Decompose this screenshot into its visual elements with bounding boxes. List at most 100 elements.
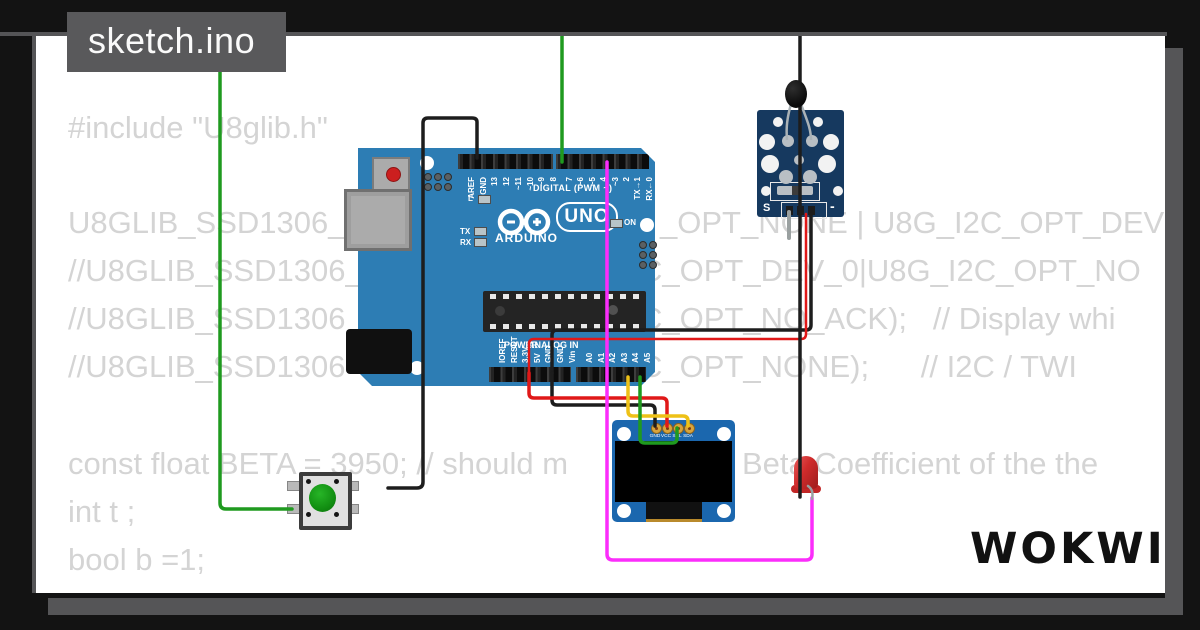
pin-label-9: ~9 (537, 177, 547, 187)
module-pad (813, 117, 823, 127)
led-l-icon (478, 195, 491, 204)
frame-corner (1165, 0, 1183, 48)
border-bottom-shadow (48, 598, 1183, 615)
icsp-pin (434, 173, 442, 181)
pin-label-13: 13 (490, 177, 500, 186)
icsp-pin (649, 251, 657, 259)
pin-label-aref: AREF (467, 177, 476, 199)
code-line: _OPT_NONE | U8G_I2C_OPT_DEV (660, 205, 1165, 240)
icsp-pin (649, 261, 657, 269)
oled-pin-sda[interactable] (684, 423, 695, 434)
mounting-hole (410, 361, 424, 375)
mounting-hole (640, 218, 654, 232)
digital-header-left[interactable] (458, 154, 553, 169)
oled-pin-scl[interactable] (673, 423, 684, 434)
ntc-s-label: S (763, 202, 771, 214)
module-pad (761, 186, 771, 196)
module-pad (773, 117, 783, 127)
red-led[interactable] (794, 456, 818, 489)
analog-header[interactable] (576, 367, 646, 382)
screw-icon (306, 512, 311, 517)
icsp-pin (639, 251, 647, 259)
mounting-hole (617, 427, 631, 441)
module-pad (806, 135, 818, 147)
pin-label-gnd: GND (544, 345, 554, 363)
power-header[interactable] (489, 367, 571, 382)
arduino-brand-label: ARDUINO (495, 231, 558, 245)
screw-icon (334, 512, 339, 517)
screw-icon (306, 479, 311, 484)
icsp-pin (444, 173, 452, 181)
digital-header-right[interactable] (556, 154, 649, 169)
sketch-file-name: sketch.ino (88, 20, 256, 61)
pin-label-5: ~5 (587, 177, 597, 187)
ntc-pin-header[interactable] (781, 202, 827, 219)
border-right-shadow (1165, 48, 1183, 615)
rx-label: RX (460, 238, 472, 247)
pushbutton[interactable] (299, 472, 352, 530)
pin-label-2: 2 (622, 177, 631, 182)
oled-connector (646, 502, 702, 522)
pin-label-gnd: GND (556, 345, 565, 363)
pin-label-gnd: GND (478, 177, 488, 195)
icsp-pin (424, 183, 432, 191)
module-pad (803, 170, 817, 184)
rx-led-icon (474, 238, 487, 247)
pushbutton-cap[interactable] (309, 484, 336, 512)
code-line: //U8GLIB_SSD1306 (68, 349, 346, 384)
screw-icon (334, 479, 339, 484)
oled-pin-vcc[interactable] (662, 423, 673, 434)
border-top (0, 32, 1167, 36)
module-pad (761, 155, 779, 173)
module-pad (782, 135, 794, 147)
usb-connector (344, 189, 412, 251)
module-pad (818, 155, 836, 173)
module-pad (794, 155, 804, 165)
code-line: bool b =1; (68, 542, 206, 577)
mounting-hole (717, 504, 731, 518)
module-pad (823, 134, 839, 150)
mounting-hole (420, 156, 434, 170)
pin-label-33v: 3.3V (521, 346, 531, 363)
icsp-pin (434, 183, 442, 191)
power-label: POWER (504, 340, 539, 350)
pin-label-10: ~10 (525, 177, 535, 191)
oled-screen (615, 441, 732, 502)
oled-pin-gnd[interactable] (651, 423, 662, 434)
module-pad (779, 170, 793, 184)
frame-left (0, 0, 32, 630)
wokwi-logo: WOKWI (970, 524, 1166, 574)
pin-label-7: 7 (565, 177, 574, 182)
analog-in-label: ANALOG IN (528, 340, 579, 350)
pin-label-a0: A0 (585, 352, 594, 363)
icsp-pin (639, 261, 647, 269)
reset-dot-icon (386, 167, 401, 182)
icsp-pin (424, 173, 432, 181)
on-label: ON (624, 218, 636, 227)
pin-label-6: ~6 (576, 177, 586, 187)
uno-badge: UNO (556, 202, 618, 232)
code-line: int t ; (68, 494, 136, 529)
oled-pin-label: SDA (683, 433, 693, 439)
pin-label-a3: A3 (619, 352, 629, 363)
module-pad (833, 186, 843, 196)
icsp-pin (649, 241, 657, 249)
atmega-chip (483, 291, 646, 332)
pin-label-reset: RESET (509, 336, 519, 363)
code-line: U8GLIB_SSD1306_ (68, 205, 346, 240)
ntc-minus-label: - (830, 198, 835, 214)
module-pad (759, 134, 775, 150)
pin-label-4: 4 (599, 177, 609, 182)
code-line: C_OPT_NO_ACK); // Display whi (640, 301, 1116, 336)
reset-button[interactable] (372, 157, 410, 193)
thermistor-bead[interactable] (785, 80, 807, 108)
pin-label-vin: Vin (567, 350, 577, 363)
mounting-hole (617, 504, 631, 518)
power-jack (346, 329, 412, 374)
code-line: //U8GLIB_SSD1306_ (68, 253, 363, 288)
pin-label-ioref: IOREF (498, 338, 507, 363)
icsp-pin (639, 241, 647, 249)
on-led-icon (610, 219, 623, 228)
tx-led-icon (474, 227, 487, 236)
